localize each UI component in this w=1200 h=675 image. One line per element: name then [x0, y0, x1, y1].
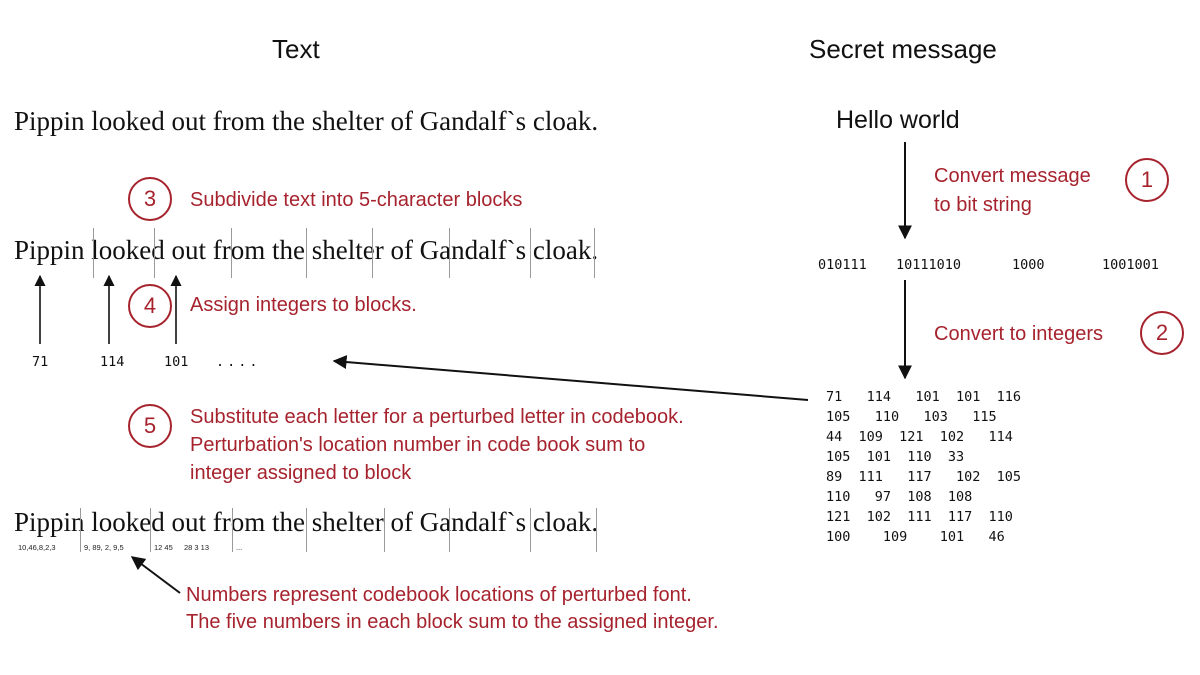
codebook-number: 28 3 13 [184, 543, 210, 552]
assigned-integer: 114 [100, 354, 125, 370]
block-divider [93, 228, 94, 278]
step-1-text-line-2: to bit string [934, 194, 1032, 216]
block-divider [150, 508, 151, 552]
block-divider [232, 508, 233, 552]
block-divider [596, 508, 597, 552]
block-divider [384, 508, 385, 552]
note-line-2: The five numbers in each block sum to th… [186, 611, 719, 633]
integer-row: 105 101 110 33 [826, 449, 965, 465]
step-5-text-line-2: Perturbation's location number in code b… [190, 434, 646, 456]
assigned-integer: 101 [164, 354, 189, 370]
block-divider [449, 228, 450, 278]
step-5-text-line-3: integer assigned to block [190, 462, 412, 484]
step-3-badge: 3 [128, 177, 172, 221]
block-divider [306, 508, 307, 552]
secret-message-text: Hello world [836, 106, 960, 134]
block-divider [530, 228, 531, 278]
step-2-text: Convert to integers [934, 323, 1103, 345]
assigned-integer-ellipsis: .... [216, 354, 261, 370]
block-divider [80, 508, 81, 552]
codebook-number: ... [236, 543, 243, 552]
integer-row: 44 109 121 102 114 [826, 429, 1013, 445]
integer-row: 121 102 111 117 110 [826, 509, 1013, 525]
step-3-text: Subdivide text into 5-character blocks [190, 189, 523, 211]
step-1-badge: 1 [1125, 158, 1169, 202]
codebook-number: 10,46,8,2,3 [18, 543, 56, 552]
bit-string: 010111 [818, 257, 867, 273]
integer-row: 110 97 108 108 [826, 489, 973, 505]
bit-string: 10111010 [896, 257, 962, 273]
original-sentence: Pippin looked out from the shelter of Ga… [14, 106, 599, 136]
arrow-integers-to-blocks [332, 355, 809, 401]
block-divider [154, 228, 155, 278]
arrow-note-to-codebook [130, 556, 181, 594]
step-5-text-line-1: Substitute each letter for a perturbed l… [190, 406, 684, 428]
text-heading: Text [272, 34, 320, 64]
step-4-text: Assign integers to blocks. [190, 294, 417, 316]
bit-string: 1000 [1012, 257, 1045, 273]
block-divider [306, 228, 307, 278]
note-line-1: Numbers represent codebook locations of … [186, 584, 692, 606]
secret-message-heading: Secret message [809, 34, 997, 64]
integer-row: 89 111 117 102 105 [826, 469, 1022, 485]
step-5-badge: 5 [128, 404, 172, 448]
integer-row: 71 114 101 101 116 [826, 389, 1022, 405]
codebook-number: 9, 89, 2, 9,5 [84, 543, 124, 552]
integer-row: 100 109 101 46 [826, 529, 1005, 545]
codebook-number: 12 45 [154, 543, 173, 552]
block-divider [372, 228, 373, 278]
step-1-text-line-1: Convert message [934, 165, 1091, 187]
block-divider [449, 508, 450, 552]
block-divider [594, 228, 595, 278]
assigned-integer: 71 [32, 354, 49, 370]
step-4-badge: 4 [128, 284, 172, 328]
bit-string: 1001001 [1102, 257, 1159, 273]
step-2-badge: 2 [1140, 311, 1184, 355]
block-divider [530, 508, 531, 552]
integer-row: 105 110 103 115 [826, 409, 997, 425]
block-divider [231, 228, 232, 278]
